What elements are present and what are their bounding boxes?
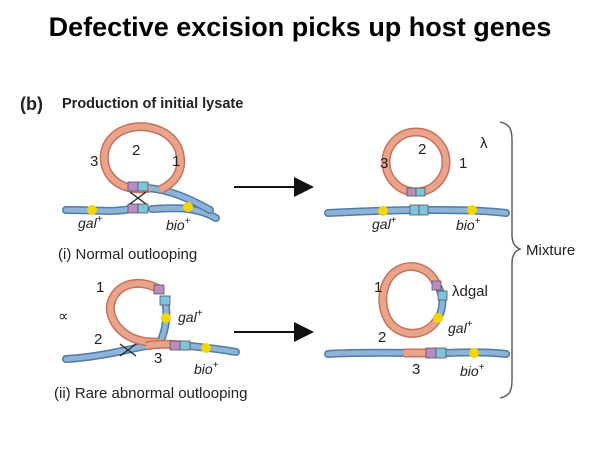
gene-label-bio: bio+: [166, 216, 191, 233]
panel-i-integrated: [62, 122, 220, 222]
site-number: 2: [378, 329, 386, 346]
part-label: (b): [20, 94, 43, 114]
panel-ii-integrated: [62, 278, 240, 363]
site-number: 2: [418, 141, 426, 158]
site-number: 3: [412, 361, 420, 378]
gal-marker: [87, 205, 97, 215]
att-site-blue: [137, 181, 149, 192]
page-title: Defective excision picks up host genes: [48, 12, 552, 42]
gene-label-gal: gal+: [372, 215, 397, 232]
panel-i-product: [324, 127, 510, 217]
site-number: 3: [154, 350, 162, 367]
att-site-purple: [127, 181, 139, 192]
gene-label-bio: bio+: [194, 360, 219, 377]
site-number: 1: [459, 155, 467, 172]
bio-marker: [183, 202, 193, 212]
mixture-brace: [499, 121, 522, 399]
caption-normal-outlooping: (i) Normal outlooping: [58, 246, 197, 263]
lambda-dgal-label: λdgal: [452, 283, 488, 300]
stray-mark: ∝: [58, 308, 69, 325]
site-number: 1: [96, 279, 104, 296]
gene-label-gal: gal+: [78, 214, 103, 231]
site-number: 3: [380, 155, 388, 172]
gene-label-gal: gal+: [178, 308, 203, 325]
gene-label-bio: bio+: [460, 362, 485, 379]
site-number: 1: [172, 153, 180, 170]
lambda-label: λ: [480, 135, 488, 152]
panel-ii-product: [324, 262, 510, 359]
gene-label-bio: bio+: [456, 216, 481, 233]
site-number: 2: [94, 331, 102, 348]
section-subtitle: Production of initial lysate: [62, 96, 244, 112]
site-number: 2: [132, 142, 140, 159]
gene-label-gal: gal+: [448, 319, 473, 336]
site-number: 1: [374, 279, 382, 296]
mixture-label: Mixture: [526, 242, 575, 259]
site-number: 3: [90, 153, 98, 170]
caption-abnormal-outlooping: (ii) Rare abnormal outlooping: [54, 385, 247, 402]
